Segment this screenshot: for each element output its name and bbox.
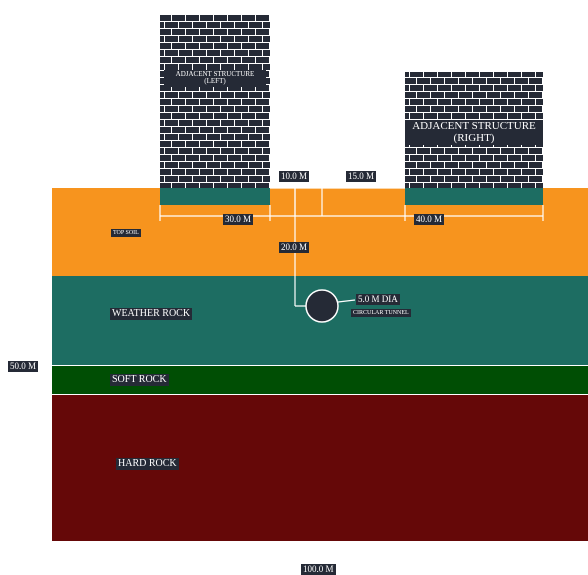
dim-tunnel-to-right: 15.0 M <box>346 171 377 182</box>
left-footing <box>160 188 270 205</box>
layer-label-top-soil: TOP SOIL <box>111 229 141 237</box>
left-building-label-line1: ADJACENT STRUCTURE <box>175 70 255 78</box>
tunnel-circle <box>305 289 339 323</box>
left-building-label-line2: (LEFT) <box>204 77 226 86</box>
dim-total-width: 100.0 M <box>301 564 336 575</box>
left-building <box>160 14 270 188</box>
dim-right-width: 40.0 M <box>414 214 445 225</box>
layer-label-hard-rock: HARD ROCK <box>116 458 179 470</box>
tunnel-dia-label: 5.0 M DIA <box>356 294 400 305</box>
layer-label-soft-rock: SOFT ROCK <box>110 374 169 386</box>
right-building-label-line2: (RIGHT) <box>453 131 495 144</box>
layer-divider <box>52 394 588 395</box>
dim-gap-to-tunnel: 10.0 M <box>279 171 310 182</box>
layer-label-weather-rock: WEATHER ROCK <box>110 308 193 320</box>
dim-tunnel-depth: 20.0 M <box>279 242 310 253</box>
layer-divider <box>52 365 588 366</box>
left-building-label: ADJACENT STRUCTURE (LEFT) <box>164 70 266 87</box>
tunnel-type-label: CIRCULAR TUNNEL <box>351 309 411 317</box>
dim-total-depth: 50.0 M <box>8 361 39 372</box>
right-building-label-line1: ADJACENT STRUCTURE <box>412 120 536 132</box>
dim-left-width: 30.0 M <box>223 214 254 225</box>
right-footing <box>405 188 543 205</box>
right-building-label: ADJACENT STRUCTURE (RIGHT) <box>405 120 543 146</box>
